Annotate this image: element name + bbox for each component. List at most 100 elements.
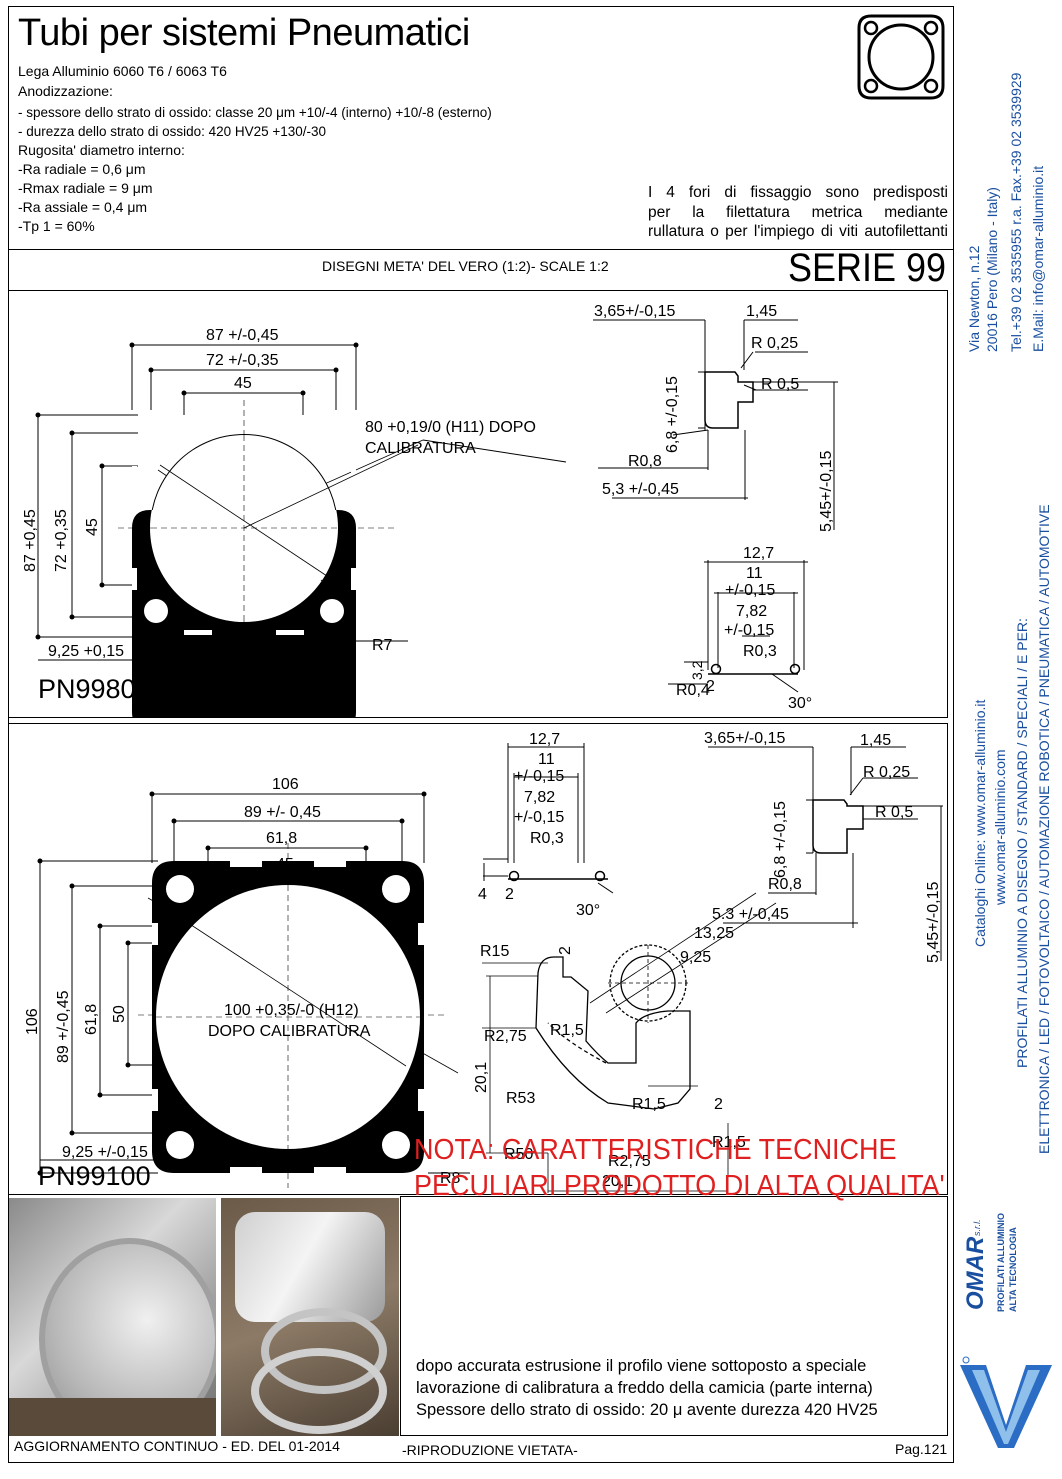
detail-dim: 11 — [538, 751, 555, 768]
address-line: Tel.+39 02 3535955 r.a. Fax.+39 02 35399… — [1008, 72, 1024, 352]
corner-dim: R53 — [506, 1090, 535, 1107]
dim-height-45: 45 — [84, 518, 101, 536]
corner-dim: 20,1 — [602, 1173, 633, 1190]
dim-height-72: 72 +0,35 — [53, 509, 70, 572]
dim-r8: R8 — [440, 1170, 461, 1187]
address-line: Via Newton, n.12 — [966, 245, 982, 352]
page-number: Pag.121 — [895, 1441, 948, 1457]
dim-height-106: 106 — [24, 1008, 41, 1035]
address-line: 20016 Pero (Milano - Italy) — [984, 187, 1000, 352]
email-link[interactable]: E.Mail: info@omar-alluminio.it — [1030, 165, 1046, 352]
page-title: Tubi per sistemi Pneumatici — [18, 12, 470, 54]
detail-dim: R0,3 — [530, 830, 564, 847]
dim-height-89: 89 +/-0,45 — [55, 990, 72, 1063]
dim-height-618: 61,8 — [83, 1004, 100, 1035]
nota-body: dopo accurata estrusione il profilo vien… — [416, 1357, 878, 1419]
spec-line: -Tp 1 = 60% — [18, 218, 95, 234]
omar-suffix: s.r.l. — [972, 1219, 982, 1236]
dim-width-106: 106 — [272, 776, 299, 793]
profile-icon — [857, 14, 945, 100]
corner-dim: 2 — [714, 1096, 723, 1113]
dim-width-87: 87 +/-0,45 — [206, 327, 279, 344]
detail-dim: 1,45 — [860, 732, 891, 749]
dim-offset: 9,25 +/-0,15 — [62, 1144, 148, 1161]
corner-dim: 2 — [557, 946, 574, 955]
spec-line: -Rmax radiale = 9 μm — [18, 180, 153, 196]
corner-dim: R15 — [480, 943, 509, 960]
dim-bore-2: DOPO CALIBRATURA — [208, 1023, 371, 1040]
detail-dim: R0,3 — [743, 643, 777, 660]
corner-dim: R2,75 — [608, 1153, 651, 1170]
nota-frame — [400, 1196, 948, 1436]
dim-bore: 100 +0,35/-0 (H12) — [224, 1002, 359, 1019]
sectors-line: PROFILATI ALLUMINIO A DISEGNO / STANDARD… — [1014, 618, 1030, 1068]
detail-dim: 7,82 — [736, 603, 767, 620]
pn99100-drawing: 106 89 +/- 0,45 61,8 45 100 +0,35/-0 (H1… — [24, 730, 943, 1193]
dim-width-45: 45 — [276, 856, 294, 873]
spec-line: -Ra assiale = 0,4 μm — [18, 199, 148, 215]
detail-dim: 3,65+/-0,15 — [704, 730, 786, 747]
detail-dim: R 0,5 — [761, 376, 799, 393]
detail-dim: R0,8 — [768, 876, 802, 893]
omar-logo-mark — [960, 1356, 1052, 1448]
detail-dim: 30° — [788, 695, 812, 712]
dim-width-72: 72 +/-0,35 — [206, 352, 279, 369]
tube-photo — [9, 1198, 216, 1436]
dim-height-50: 50 — [111, 1005, 128, 1023]
spec-line: Anodizzazione: — [18, 83, 113, 99]
dim-r7: R7 — [372, 637, 393, 654]
detail-dim: 11 — [746, 565, 763, 582]
scale-note: DISEGNI META' DEL VERO (1:2)- SCALE 1:2 — [322, 258, 609, 274]
edition-label: AGGIORNAMENTO CONTINUO - ED. DEL 01-2014 — [14, 1438, 340, 1454]
detail-dim: 2 — [706, 678, 715, 695]
detail-dim: 6,8 +/-0,15 — [664, 376, 681, 453]
corner-dim: R1,5 — [550, 1022, 584, 1039]
dim-offset: 9,25 +0,15 — [48, 643, 124, 660]
detail-dim: +/-0,15 — [514, 768, 564, 785]
detail-dim: 7,82 — [524, 789, 555, 806]
detail-dim: +/-0,15 — [514, 809, 564, 826]
catalog-link[interactable]: www.omar-alluminio.com — [992, 749, 1008, 905]
dim-bore: 80 +0,19/0 (H11) DOPO — [365, 419, 536, 436]
detail-dim: R 0,25 — [863, 764, 910, 781]
spec-line: - durezza dello strato di ossido: 420 HV… — [18, 124, 327, 139]
header-frame — [8, 6, 954, 250]
pn99100-code: PN99100 — [38, 1161, 151, 1191]
detail-dim: R 0,25 — [751, 335, 798, 352]
spec-line: - spessore dello strato di ossido: class… — [18, 105, 492, 120]
series-title: SERIE 99 — [788, 246, 947, 290]
omar-tagline: PROFILATI ALLUMINIO — [996, 1213, 1006, 1312]
dim-height-87: 87 +0,45 — [22, 509, 39, 572]
detail-dim: 12,7 — [743, 545, 774, 562]
detail-dim: 12,7 — [529, 731, 560, 748]
dim-width-618: 61,8 — [266, 830, 297, 847]
detail-dim: 1,45 — [746, 303, 777, 320]
dim-bore-2: CALIBRATURA — [365, 440, 476, 457]
detail-dim: 30° — [576, 902, 600, 919]
corner-dim: 13,25 — [694, 925, 734, 942]
reproduction-notice: -RIPRODUZIONE VIETATA- — [402, 1442, 578, 1458]
spec-line: Rugosita' diametro interno: — [18, 142, 185, 158]
detail-dim: R0,8 — [628, 453, 662, 470]
omar-brand: OMAR — [962, 1236, 989, 1310]
pn99100-frame — [8, 723, 948, 1195]
corner-dim: R2,75 — [484, 1028, 527, 1045]
catalog-link[interactable]: Cataloghi Online: www.omar-alluminio.it — [972, 699, 988, 947]
corner-dim: R50 — [504, 1146, 533, 1163]
corner-dim: 9,25 — [680, 949, 711, 966]
mounting-holes-note: I 4 fori di fissaggio sono predisposti p… — [648, 184, 948, 240]
corner-dim: 20,1 — [473, 1062, 490, 1093]
detail-dim: 3,65+/-0,15 — [594, 303, 676, 320]
omar-logo: OMAR s.r.l. PROFILATI ALLUMINIO ALTA TEC… — [958, 1200, 1058, 1450]
detail-dim: 5,3 +/-0,45 — [602, 481, 679, 498]
detail-dim: +/-0,15 — [724, 622, 774, 639]
detail-dim: 5.3 +/-0,45 — [712, 906, 789, 923]
detail-dim: R 0,5 — [875, 804, 913, 821]
detail-dim: 2 — [505, 886, 514, 903]
omar-tagline: ALTA TECNOLOGIA — [1008, 1227, 1018, 1312]
sectors-line: ELETTRONICA / LED / FOTOVOLTAICO / AUTOM… — [1036, 504, 1052, 1154]
spec-line: -Ra radiale = 0,6 μm — [18, 161, 146, 177]
detail-dim: 5,45+/-0,15 — [925, 882, 942, 964]
pn9980-frame — [8, 290, 948, 718]
detail-dim: +/-0,15 — [725, 582, 775, 599]
